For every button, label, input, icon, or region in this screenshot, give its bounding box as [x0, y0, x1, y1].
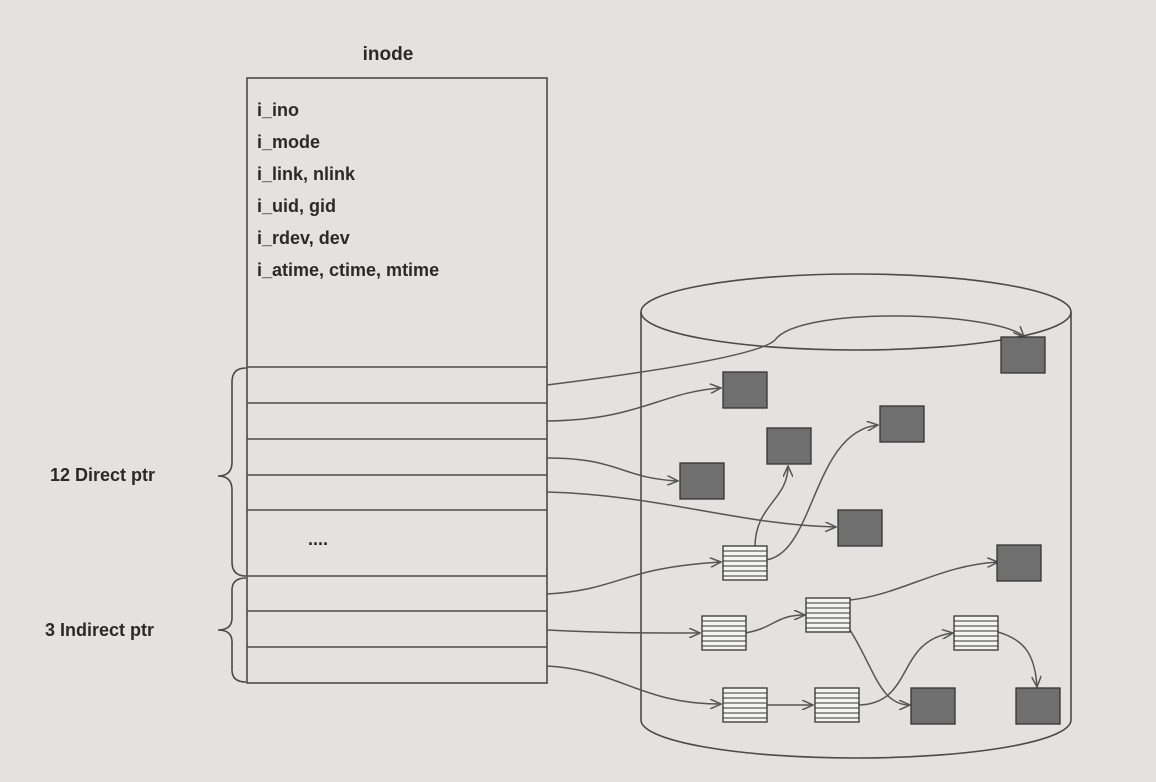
slot-ellipsis: ....: [308, 529, 328, 549]
field-i-rdev: i_rdev, dev: [257, 228, 350, 248]
arrow-single-to-block: [754, 466, 788, 548]
arrow-direct-2: [546, 388, 721, 422]
arrow-triple-to-single: [856, 633, 953, 706]
data-block: [879, 405, 925, 443]
direct-ptr-brace: 12 Direct ptr: [50, 367, 247, 577]
indirect-block: [722, 687, 768, 723]
indirect-block: [953, 615, 999, 651]
data-block: [766, 427, 812, 465]
arrow-double-to-block: [849, 562, 998, 601]
arrow-double-to-indirect: [744, 615, 805, 634]
disk-cylinder: [640, 273, 1072, 759]
arrow-single-indirect: [546, 562, 721, 595]
pointer-slots: [247, 366, 547, 648]
arrow-single-to-block-2: [764, 425, 878, 561]
indirect-blocks: [701, 545, 999, 723]
pointer-arrows: [546, 315, 1037, 706]
field-i-ino: i_ino: [257, 100, 299, 120]
arrow-triple-indirect: [546, 665, 721, 704]
arrow-double-to-block-2: [849, 629, 910, 705]
data-block: [910, 687, 956, 725]
inode-fields: i_ino i_mode i_link, nlink i_uid, gid i_…: [257, 100, 439, 280]
arrow-double-indirect: [546, 630, 700, 633]
indirect-ptr-label: 3 Indirect ptr: [45, 620, 154, 640]
arrow-direct-4: [546, 491, 836, 527]
data-block: [722, 371, 768, 409]
data-block: [837, 509, 883, 547]
data-block: [1000, 336, 1046, 374]
data-block: [679, 462, 725, 500]
arrow-triple-to-block: [997, 631, 1037, 687]
field-i-atime: i_atime, ctime, mtime: [257, 260, 439, 280]
data-block: [996, 544, 1042, 582]
field-i-link: i_link, nlink: [257, 164, 356, 184]
indirect-block: [701, 615, 747, 651]
indirect-ptr-brace: 3 Indirect ptr: [45, 577, 247, 683]
arrow-direct-3: [546, 457, 678, 481]
field-i-mode: i_mode: [257, 132, 320, 152]
field-i-uid: i_uid, gid: [257, 196, 336, 216]
data-blocks: [679, 336, 1061, 725]
indirect-block: [805, 597, 851, 633]
inode-title: inode: [363, 44, 414, 65]
direct-ptr-label: 12 Direct ptr: [50, 465, 155, 485]
arrow-direct-1: [546, 315, 1024, 386]
inode-table: inode i_ino i_mode i_link, nlink i_uid, …: [246, 44, 548, 684]
indirect-block: [814, 687, 860, 723]
data-block: [1015, 687, 1061, 725]
indirect-block: [722, 545, 768, 581]
